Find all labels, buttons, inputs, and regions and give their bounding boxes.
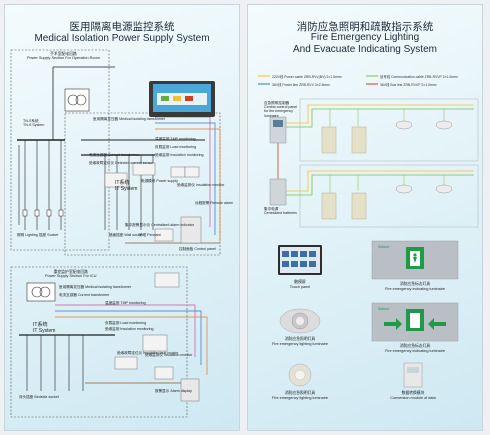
fire-diagram — [258, 75, 479, 388]
legend-36v-power: 36V线 Power line ZRB-RVV 3×2.5mm² — [272, 83, 331, 87]
icu-label-alarm: 报警显示 Alarm display — [155, 389, 192, 393]
icu-label-monitor: 绝缘监测仪 Insulation monitor — [145, 353, 193, 357]
label-ct: 电流互感器 Current transformer — [89, 153, 140, 157]
right-title-en-1: Fire Emergency Lighting — [310, 32, 420, 43]
legend-220v: 220V线 Power cable ZRB-RVV(BV) 2×1.5mm² — [272, 75, 342, 79]
isolation-diagram — [10, 49, 221, 418]
label-central: 集中报警显示仪 Centralized alarm indicator — [125, 223, 194, 227]
label-load: 负载监测 Load monitoring — [155, 145, 197, 149]
label-monitor: 绝缘监测仪 Insulation monitor — [177, 183, 225, 187]
label-insulation: 绝缘监测 Insulation monitoring — [155, 153, 204, 157]
label-socket: 插座 Socket — [39, 233, 59, 237]
legend-comm: 信号线 Communication cable ZRB-RVVP 2×1.0mm… — [380, 75, 458, 79]
label-transformer: 医用隔离变压器 Medical isolating transformer — [93, 117, 166, 121]
right-title-en-2: And Evacuate Indicating System — [293, 44, 437, 55]
label-lighting: 照明 Lighting — [17, 233, 38, 237]
left-title-zh: 医用隔离电源监控系统 — [69, 21, 175, 33]
legend-36v-bus: 36V线 Bus line ZRB-RVVP 2×1.0mm² — [380, 83, 437, 87]
icu-label-ct: 电流互感器 Current transformer — [59, 293, 110, 297]
icu-label-bedside: 床头插座 Bedside socket — [19, 395, 59, 399]
icu-label-locator: 绝缘故障定位仪 Insulation fault locator — [117, 351, 179, 355]
label-remote: 远程报警 Remote alarm — [195, 201, 233, 205]
icu-label-load: 负载监测 Load monitoring — [105, 321, 147, 325]
icu-label-insulation: 绝缘监测 Insulation monitoring — [105, 327, 154, 331]
label-pendant: 吊塔 Pendant — [139, 233, 161, 237]
brand-1: Sekure — [378, 245, 390, 249]
right-title-zh: 消防应急照明和疏散指示系统 — [296, 21, 434, 33]
label-tmp: 温度监测 TMP monitoring — [155, 137, 196, 141]
fire-emergency-panel: 消防应急照明和疏散指示系统 Fire Emergency Lighting An… — [247, 4, 483, 431]
label-wall: 墙面插座 Wall socket — [109, 233, 143, 237]
medical-isolation-panel: 医用隔离电源监控系统 Medical Isolation Power Suppl… — [4, 4, 240, 431]
brand-2: Sekure — [378, 307, 390, 311]
left-title-en: Medical Isolation Power Supply System — [34, 33, 210, 44]
label-sensor: 绝缘故障定位仪 Detected current sensor — [89, 161, 154, 165]
label-control: 控制面板 Control panel — [179, 247, 216, 251]
icu-label-transformer: 医用隔离变压器 Medical isolating transformer — [59, 285, 132, 289]
icu-label-tmp: 温度监测 TMP monitoring — [105, 301, 146, 305]
label-power: 电源模块 Power supply — [141, 179, 178, 183]
